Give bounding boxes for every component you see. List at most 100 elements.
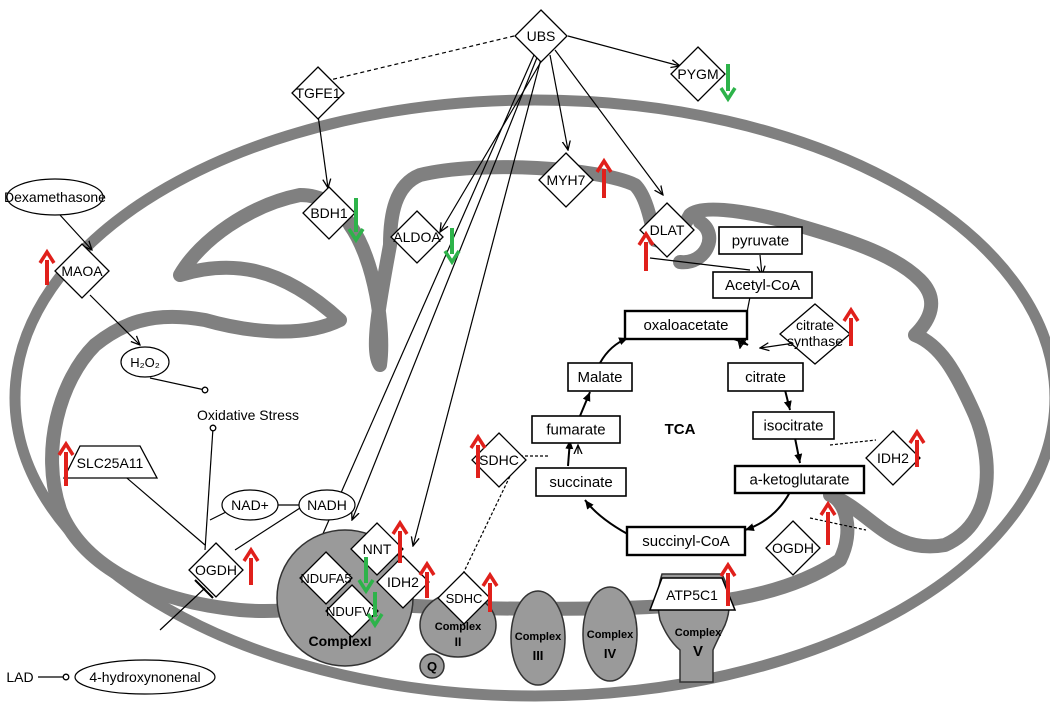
slc25a11-up-arrow <box>57 440 75 486</box>
myh7-label: MYH7 <box>547 172 586 188</box>
citrate-synthase-label-line2: synthase <box>787 333 843 349</box>
aldoa-label: ALDOA <box>393 229 441 245</box>
idh2-low-up-arrow <box>418 560 436 598</box>
inner-membrane <box>45 160 994 618</box>
ubs-myh7-edge <box>549 54 568 150</box>
dlat-label: DLAT <box>650 222 685 238</box>
dexamethasone-maoa-edge <box>59 214 92 250</box>
hydroxynonenal-label: 4-hydroxynonenal <box>89 669 200 685</box>
sdhc-low-node <box>437 571 491 625</box>
hydroxynonenal-shape <box>74 659 216 695</box>
complex-two-number: II <box>455 635 462 649</box>
complex-three-number: III <box>533 648 544 663</box>
citrate-box <box>727 362 804 392</box>
acetyl-coa-box <box>712 271 813 299</box>
bdh1-label: BDH1 <box>310 205 348 221</box>
isocitrate-label: isocitrate <box>763 418 823 435</box>
complex-five-label: Complex <box>675 627 722 639</box>
lad-label: LAD <box>6 669 33 685</box>
coenzyme-q-shape <box>419 653 445 679</box>
gene-nodes: UBSTGFE1PYGMBDH1ALDOAMYH7DLATMAOAOGDHNNT… <box>54 9 921 638</box>
coenzyme-q-label: Q <box>427 659 437 674</box>
regulation-arrows <box>38 64 926 629</box>
succinate-fumarate-arrow <box>565 439 574 467</box>
tgfe1-label: TGFE1 <box>295 85 340 101</box>
ubs-ndufa5-edge <box>318 54 535 545</box>
a-ketoglutarate-box <box>733 464 866 495</box>
aldoa-down-arrow <box>443 228 461 266</box>
aldoa-node <box>390 210 444 264</box>
bdh1-down-arrow <box>347 198 365 244</box>
succinyl-coa-box <box>625 525 747 557</box>
idh2-low-label: IDH2 <box>387 574 419 590</box>
citrate-synthase-label-line1: citrate <box>796 317 834 333</box>
slc25a11-label: SLC25A11 <box>77 455 144 471</box>
oxaloacetate-box <box>623 309 749 341</box>
citrate-synthase-node <box>779 303 851 365</box>
complex-one-label: ComplexI <box>308 633 371 649</box>
dexamethasone-shape <box>6 178 104 216</box>
pyruvate-box <box>718 226 803 255</box>
isocitrate-akg-arrow <box>794 437 803 464</box>
complex-four-label: Complex <box>587 629 634 641</box>
citrate-isocitrate-arrow <box>783 389 792 411</box>
fumarate-box <box>531 415 621 444</box>
outer-membrane <box>9 94 1050 702</box>
ogdh-left-up-arrow <box>242 546 260 585</box>
nnt-label: NNT <box>363 541 392 557</box>
fumarate-label: fumarate <box>546 422 605 439</box>
tca-center-label: TCA <box>665 421 696 438</box>
complex-three-shape <box>510 590 566 686</box>
maoa-label: MAOA <box>61 263 103 279</box>
h2o2-shape <box>120 346 170 378</box>
malate-box <box>567 362 633 392</box>
tgfe1-bdh1-edge <box>317 114 328 188</box>
pygm-down-arrow <box>719 64 737 103</box>
myh7-up-arrow <box>595 157 613 198</box>
nadh-ogdh-edge <box>234 507 301 551</box>
ndufv1-label: NDUFV1 <box>326 604 378 619</box>
h2o2-stress-edge <box>149 377 209 394</box>
atp5c1-label: ATP5C1 <box>666 587 718 603</box>
maoa-up-arrow <box>38 248 56 285</box>
malate-label: Malate <box>577 369 622 386</box>
maoa-h2o2-edge <box>89 294 140 345</box>
oxaloacetate-label: oxaloacetate <box>643 317 728 334</box>
sdhc-tca-up-arrow <box>469 433 487 478</box>
idh2-tca-node <box>865 430 921 486</box>
akg-succinylcoa-arrow <box>744 491 791 531</box>
idh2-dash <box>829 439 877 446</box>
ogdh-tca-label: OGDH <box>772 540 814 556</box>
tca-metabolites: pyruvateAcetyl-CoAoxaloacetatecitrateiso… <box>531 226 866 557</box>
ubs-idh2-edge <box>413 54 543 546</box>
edges <box>38 35 877 681</box>
ndufv1-down-arrow <box>366 592 384 629</box>
ndufa5-label: NDUFA5 <box>300 571 351 586</box>
pyruvate-label: pyruvate <box>732 233 790 250</box>
ogdh-dash <box>809 517 867 531</box>
pygm-node <box>670 46 726 102</box>
ogdh-tca-node <box>765 520 821 576</box>
complex-two-label: Complex <box>435 621 482 633</box>
ubs-dlat-edge <box>554 49 663 195</box>
ubs-pygm-edge <box>567 35 680 66</box>
fumarate-malate-arrow <box>579 391 591 417</box>
atp5c1-up-arrow <box>719 561 737 606</box>
sdhc-low-up-arrow <box>481 571 499 612</box>
citrate-label: citrate <box>745 369 786 386</box>
succinate-label: succinate <box>549 474 612 491</box>
nadh-label: NADH <box>307 497 347 513</box>
h2o2-label: H₂O₂ <box>130 355 160 370</box>
a-ketoglutarate-label: a-ketoglutarate <box>749 472 849 489</box>
tgfe1-node <box>291 66 345 120</box>
succinate-box <box>535 467 627 497</box>
isocitrate-box <box>752 411 835 440</box>
ndufv1-node <box>325 584 379 638</box>
nad-plus-label: NAD+ <box>231 497 269 513</box>
ubs-nnt-edge <box>352 54 539 520</box>
bdh1-node <box>302 186 356 240</box>
dlat-up-arrow <box>637 230 655 271</box>
ogdh-left-node <box>188 542 244 598</box>
ndufa5-down-arrow <box>357 557 375 595</box>
